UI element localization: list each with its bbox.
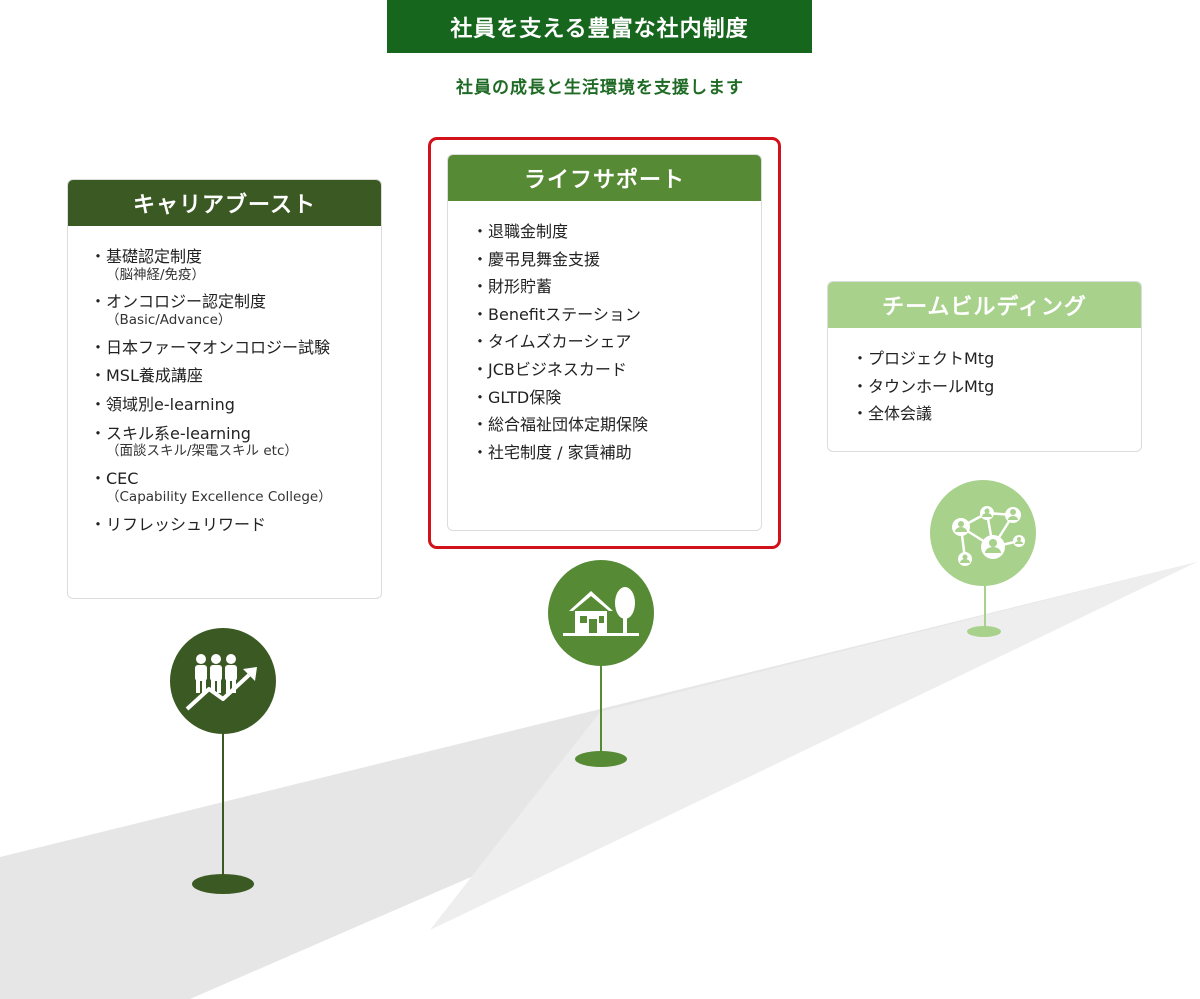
list-item: ・Benefitステーション <box>472 304 641 324</box>
list-item: ・スキル系e-learning（面談スキル/架電スキル etc） <box>90 423 298 460</box>
list-item: ・基礎認定制度（脳神経/免疫） <box>90 247 206 283</box>
house-tree-icon <box>548 560 654 666</box>
list-item: ・GLTD保険 <box>472 387 562 407</box>
team-building-card: チームビルディング ・プロジェクトMtg ・タウンホールMtg ・全体会議 <box>827 281 1142 452</box>
life-support-card: ライフサポート ・退職金制度 ・慶弔見舞金支援 ・財形貯蓄 ・Benefitステ… <box>447 154 762 531</box>
network-people-icon <box>930 480 1036 586</box>
team-building-title: チームビルディング <box>828 282 1141 328</box>
list-item: ・領域別e-learning <box>90 395 235 415</box>
list-item: ・オンコロジー認定制度（Basic/Advance） <box>90 292 267 329</box>
page-title: 社員を支える豊富な社内制度 <box>387 0 812 53</box>
list-item: ・リフレッシュリワード <box>90 514 267 534</box>
list-item: ・退職金制度 <box>472 222 569 241</box>
career-boost-title: キャリアブースト <box>68 180 381 226</box>
list-item: ・タイムズカーシェア <box>472 332 632 352</box>
career-boost-list: ・基礎認定制度（脳神経/免疫） ・オンコロジー認定制度（Basic/Advanc… <box>68 226 381 533</box>
list-item: ・プロジェクトMtg <box>852 349 995 368</box>
page-subtitle: 社員の成長と生活環境を支援します <box>456 78 744 98</box>
list-item: ・JCBビジネスカード <box>472 359 627 379</box>
list-item: ・全体会議 <box>852 404 933 424</box>
career-boost-card: キャリアブースト ・基礎認定制度（脳神経/免疫） ・オンコロジー認定制度（Bas… <box>67 179 382 599</box>
life-support-list: ・退職金制度 ・慶弔見舞金支援 ・財形貯蓄 ・Benefitステーション ・タイ… <box>448 201 761 461</box>
list-item: ・CEC（Capability Excellence College） <box>90 469 332 505</box>
list-item: ・MSL養成講座 <box>90 366 203 386</box>
life-support-title: ライフサポート <box>448 155 761 201</box>
list-item: ・財形貯蓄 <box>472 277 553 297</box>
list-item: ・慶弔見舞金支援 <box>472 249 601 269</box>
highlight-frame <box>428 137 781 549</box>
list-item: ・タウンホールMtg <box>852 376 995 396</box>
list-item: ・社宅制度 / 家賃補助 <box>472 442 632 462</box>
list-item: ・総合福祉団体定期保険 <box>472 415 649 435</box>
team-building-list: ・プロジェクトMtg ・タウンホールMtg ・全体会議 <box>828 328 1141 423</box>
list-item: ・日本ファーマオンコロジー試験 <box>90 337 331 357</box>
people-growth-icon <box>170 628 276 734</box>
